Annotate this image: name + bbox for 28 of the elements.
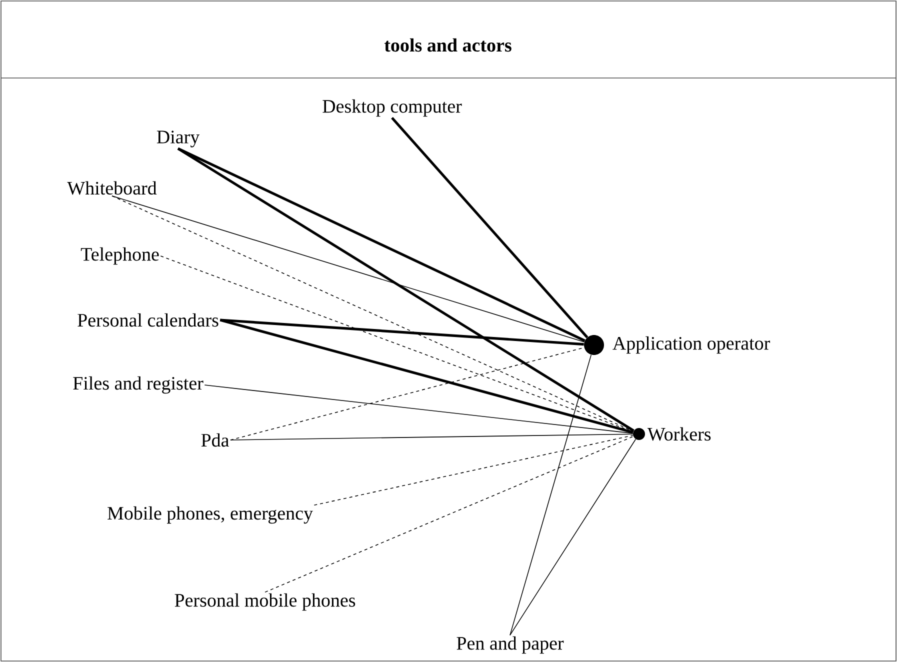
- node-label: Workers: [647, 427, 711, 441]
- tool-label: Pen and paper: [456, 636, 564, 654]
- connector-line: [112, 196, 634, 432]
- connector-line: [314, 434, 634, 506]
- tool-label: Desktop computer: [322, 99, 462, 117]
- tool-label: Personal calendars: [78, 313, 218, 327]
- connector-line: [391, 116, 588, 338]
- connector-line: [510, 354, 592, 636]
- tool-label: Files and register: [73, 376, 204, 394]
- connector-line: [230, 434, 634, 440]
- tool-label: Whiteboard: [67, 181, 157, 195]
- connector-line: [220, 318, 584, 346]
- connector-line: [177, 147, 634, 432]
- tool-label: Telephone: [80, 247, 159, 265]
- connector-line: [510, 438, 636, 636]
- connector-line: [204, 384, 634, 434]
- connector-line: [220, 318, 634, 434]
- table-header: tools and actors: [384, 38, 512, 52]
- tool-label: Mobile phones, emergency: [108, 506, 313, 524]
- tool-label: Personal mobile phones: [174, 593, 356, 611]
- actor-node: Application operator: [584, 335, 770, 355]
- node-label: Application operator: [612, 336, 770, 354]
- connector-line: [177, 147, 586, 342]
- tool-label: Diary: [156, 130, 200, 148]
- actor-node: Workers: [633, 427, 711, 441]
- tool-label: Pda: [201, 433, 229, 447]
- connector-line: [264, 436, 634, 593]
- connector-line: [112, 196, 585, 342]
